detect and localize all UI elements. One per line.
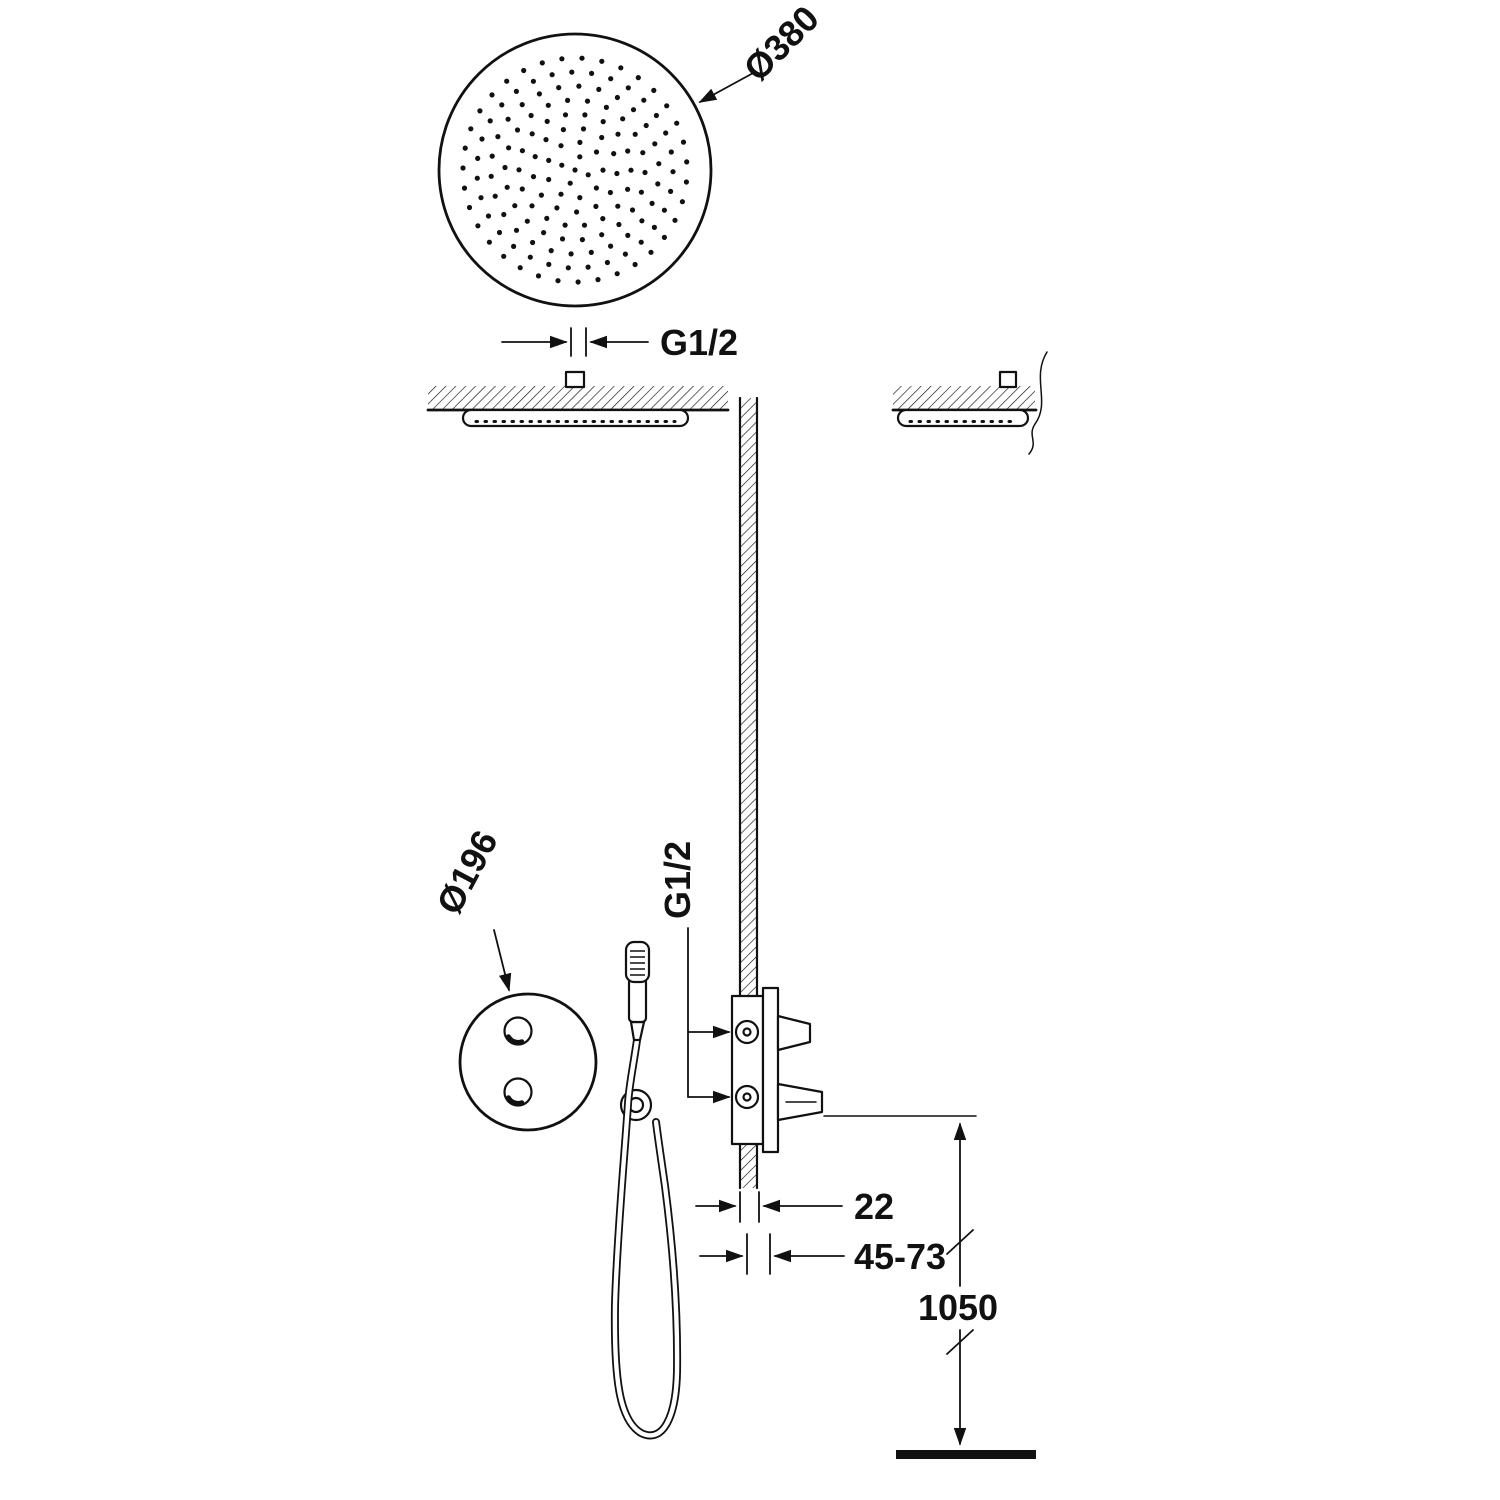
head-connection-dimension: G1/2 [501, 322, 738, 363]
hand-shower-texture [630, 950, 645, 976]
control-plate-outline [458, 992, 598, 1132]
valve-connection-callout: G1/2 [657, 841, 731, 1104]
head-diameter-arrow [698, 71, 756, 103]
valve-inlet-bottom [734, 1084, 760, 1110]
break-slash-lower [946, 1329, 974, 1355]
height-dimension: 1050 [823, 1115, 1036, 1459]
valve-connection-label: G1/2 [657, 841, 698, 919]
depth-range-dimension: 45-73 [699, 1233, 946, 1277]
mixer-valve-side-view [730, 986, 824, 1154]
plate-diameter-arrow [493, 929, 512, 992]
ceiling-section-right [891, 351, 1048, 455]
floor-line [896, 1450, 1036, 1459]
height-label: 1050 [918, 1287, 998, 1328]
plate-diameter-label: Ø196 [428, 824, 506, 921]
spray-nozzle-dots [460, 55, 690, 285]
mixer-inwall-body [730, 994, 765, 1146]
valve-inlet-top [734, 1019, 760, 1045]
head-connector-stub [564, 370, 586, 389]
head-connection-label: G1/2 [660, 322, 738, 363]
rain-shower-head-top-view [437, 32, 713, 308]
wall-hatch [740, 398, 757, 1188]
break-slash-upper [946, 1229, 974, 1255]
break-line [1028, 351, 1048, 455]
control-plate-front-view [458, 992, 598, 1132]
control-knob-top [503, 1016, 533, 1046]
hose-nut [629, 1020, 646, 1042]
control-knob-bottom [503, 1077, 533, 1107]
head-diameter-callout: Ø380 [698, 0, 827, 103]
ceiling-hatch-right [893, 386, 1035, 410]
shower-head-side-profile [461, 408, 690, 428]
head-connector-stub-right [998, 370, 1018, 389]
wall-thickness-label: 22 [854, 1186, 894, 1227]
shower-hose [610, 1036, 682, 1440]
mixer-wall-plate-side [761, 986, 780, 1154]
depth-range-label: 45-73 [854, 1236, 946, 1277]
ceiling-section-left [426, 370, 730, 428]
wall-thickness-dimension: 22 [695, 1186, 894, 1227]
plate-diameter-callout: Ø196 [428, 824, 512, 992]
hand-shower-handle [627, 976, 648, 1024]
mixer-top-handle-side [776, 1014, 812, 1052]
hand-shower-head [624, 940, 651, 984]
ceiling-hatch-left [428, 386, 728, 410]
hand-shower [610, 940, 682, 1440]
shower-head-side-profile-right [896, 408, 1030, 428]
